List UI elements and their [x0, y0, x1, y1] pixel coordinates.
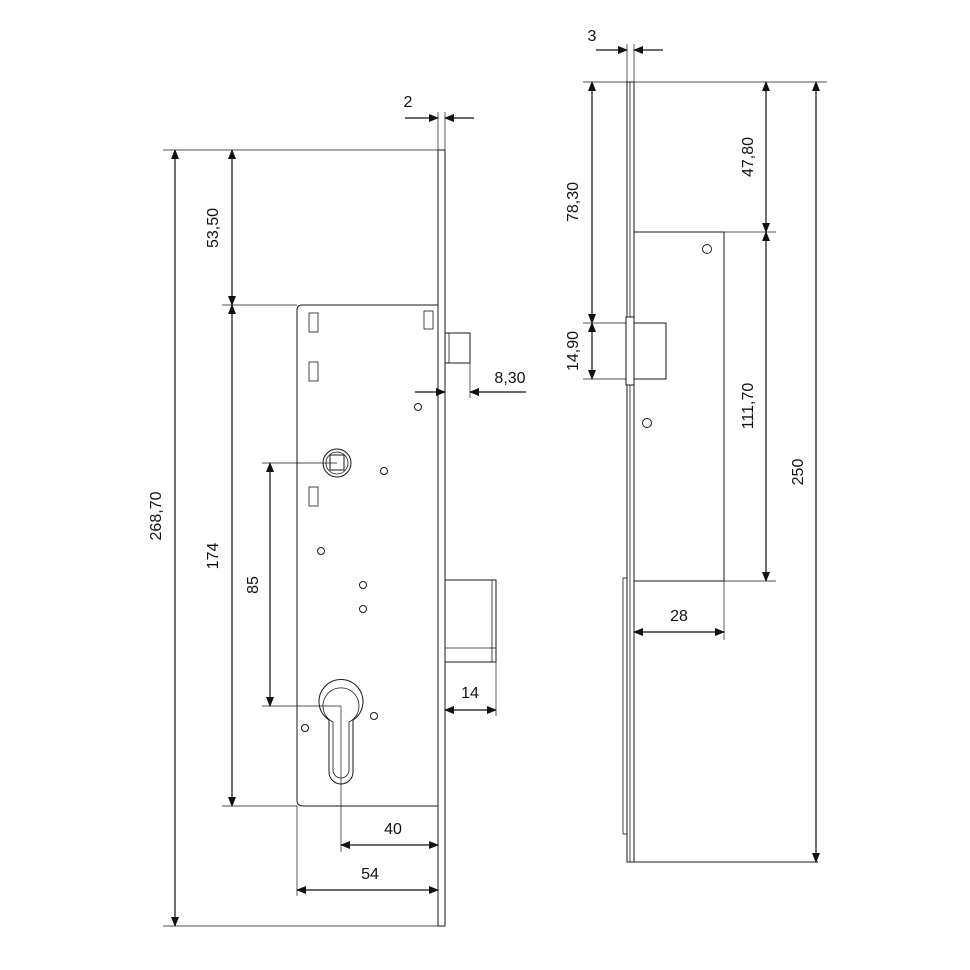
dim-case-depth: 54 [361, 866, 379, 883]
side-faceplate [626, 81, 635, 863]
deadbolt [444, 579, 497, 663]
slot [308, 312, 319, 333]
dim-backset: 40 [384, 821, 402, 838]
front-faceplate [437, 149, 446, 927]
dim-front-total-height: 268,70 [148, 491, 165, 540]
latch-bolt [444, 332, 471, 364]
screw-hole [359, 605, 367, 613]
side-latch [625, 316, 667, 386]
dim-front-case-height: 174 [205, 543, 222, 570]
dim-side-case-width: 28 [670, 608, 688, 625]
dim-side-top-to-latch: 78,30 [565, 182, 582, 222]
front-view: 268,70 53,50 174 85 2 8,30 14 40 54 [148, 94, 526, 927]
screw-hole [317, 547, 325, 555]
screw-hole [301, 724, 309, 732]
dim-follower-to-cylinder: 85 [245, 576, 262, 594]
screw-hole [642, 418, 652, 428]
slot [308, 486, 319, 507]
dim-side-faceplate-thickness: 3 [588, 28, 597, 45]
side-bottom-plate [633, 582, 818, 863]
screw-hole [414, 403, 422, 411]
dim-side-case-height: 111,70 [740, 383, 757, 430]
dim-deadbolt-projection: 14 [461, 685, 479, 702]
front-lock-case [296, 304, 438, 807]
dim-front-top-offset: 53,50 [205, 208, 222, 248]
dim-side-total-height: 250 [790, 459, 807, 486]
screw-hole [359, 581, 367, 589]
dim-side-top-to-case: 47,80 [740, 137, 757, 177]
side-view: 3 78,30 14,90 47,80 111,70 250 28 [565, 28, 827, 863]
dim-side-latch-height: 14,90 [565, 331, 582, 371]
screw-hole [702, 244, 712, 254]
screw-hole [370, 712, 378, 720]
dim-front-faceplate-thickness: 2 [404, 94, 413, 111]
cylinder-keyhole [318, 679, 364, 785]
dim-latch-projection: 8,30 [494, 370, 525, 387]
slot [423, 310, 434, 330]
side-lock-case [633, 231, 725, 582]
slot [308, 361, 319, 382]
screw-hole [380, 467, 388, 475]
